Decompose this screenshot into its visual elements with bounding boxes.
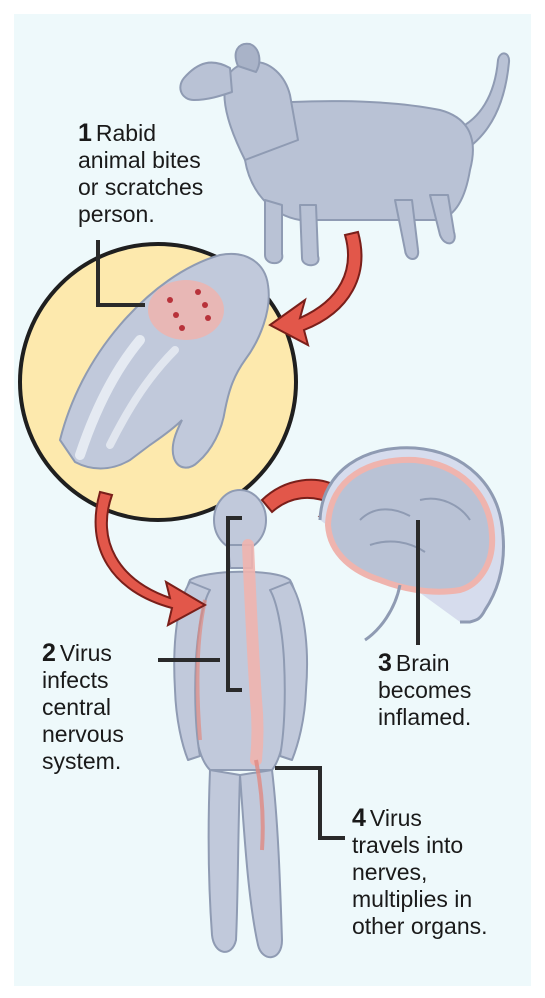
step-4-text: nerves, <box>352 859 488 886</box>
step-1-text: or scratches <box>78 174 203 201</box>
step-1-number: 1 <box>78 119 92 147</box>
step-2-text: central <box>42 694 124 721</box>
step-2-text: system. <box>42 748 124 775</box>
step-4-text: multiplies in <box>352 886 488 913</box>
step-4-number: 4 <box>352 804 366 832</box>
step-1-label: 1Rabid animal bites or scratches person. <box>78 120 203 228</box>
step-2-text: infects <box>42 667 124 694</box>
step-2-label: 2Virus infects central nervous system. <box>42 640 124 775</box>
step-2-text: Virus <box>60 640 112 666</box>
step-4-label: 4Virus travels into nerves, multiplies i… <box>352 805 488 940</box>
step-1-text: Rabid <box>96 120 156 146</box>
step-1-text: animal bites <box>78 147 203 174</box>
step-4-text: other organs. <box>352 913 488 940</box>
step-3-text: inflamed. <box>378 704 471 731</box>
step-1-text: person. <box>78 201 203 228</box>
step-3-number: 3 <box>378 649 392 677</box>
step-4-text: Virus <box>370 805 422 831</box>
step-2-text: nervous <box>42 721 124 748</box>
step-4-text: travels into <box>352 832 488 859</box>
step-3-text: Brain <box>396 650 450 676</box>
step-3-text: becomes <box>378 677 471 704</box>
step-2-number: 2 <box>42 639 56 667</box>
step-3-label: 3Brain becomes inflamed. <box>378 650 471 731</box>
